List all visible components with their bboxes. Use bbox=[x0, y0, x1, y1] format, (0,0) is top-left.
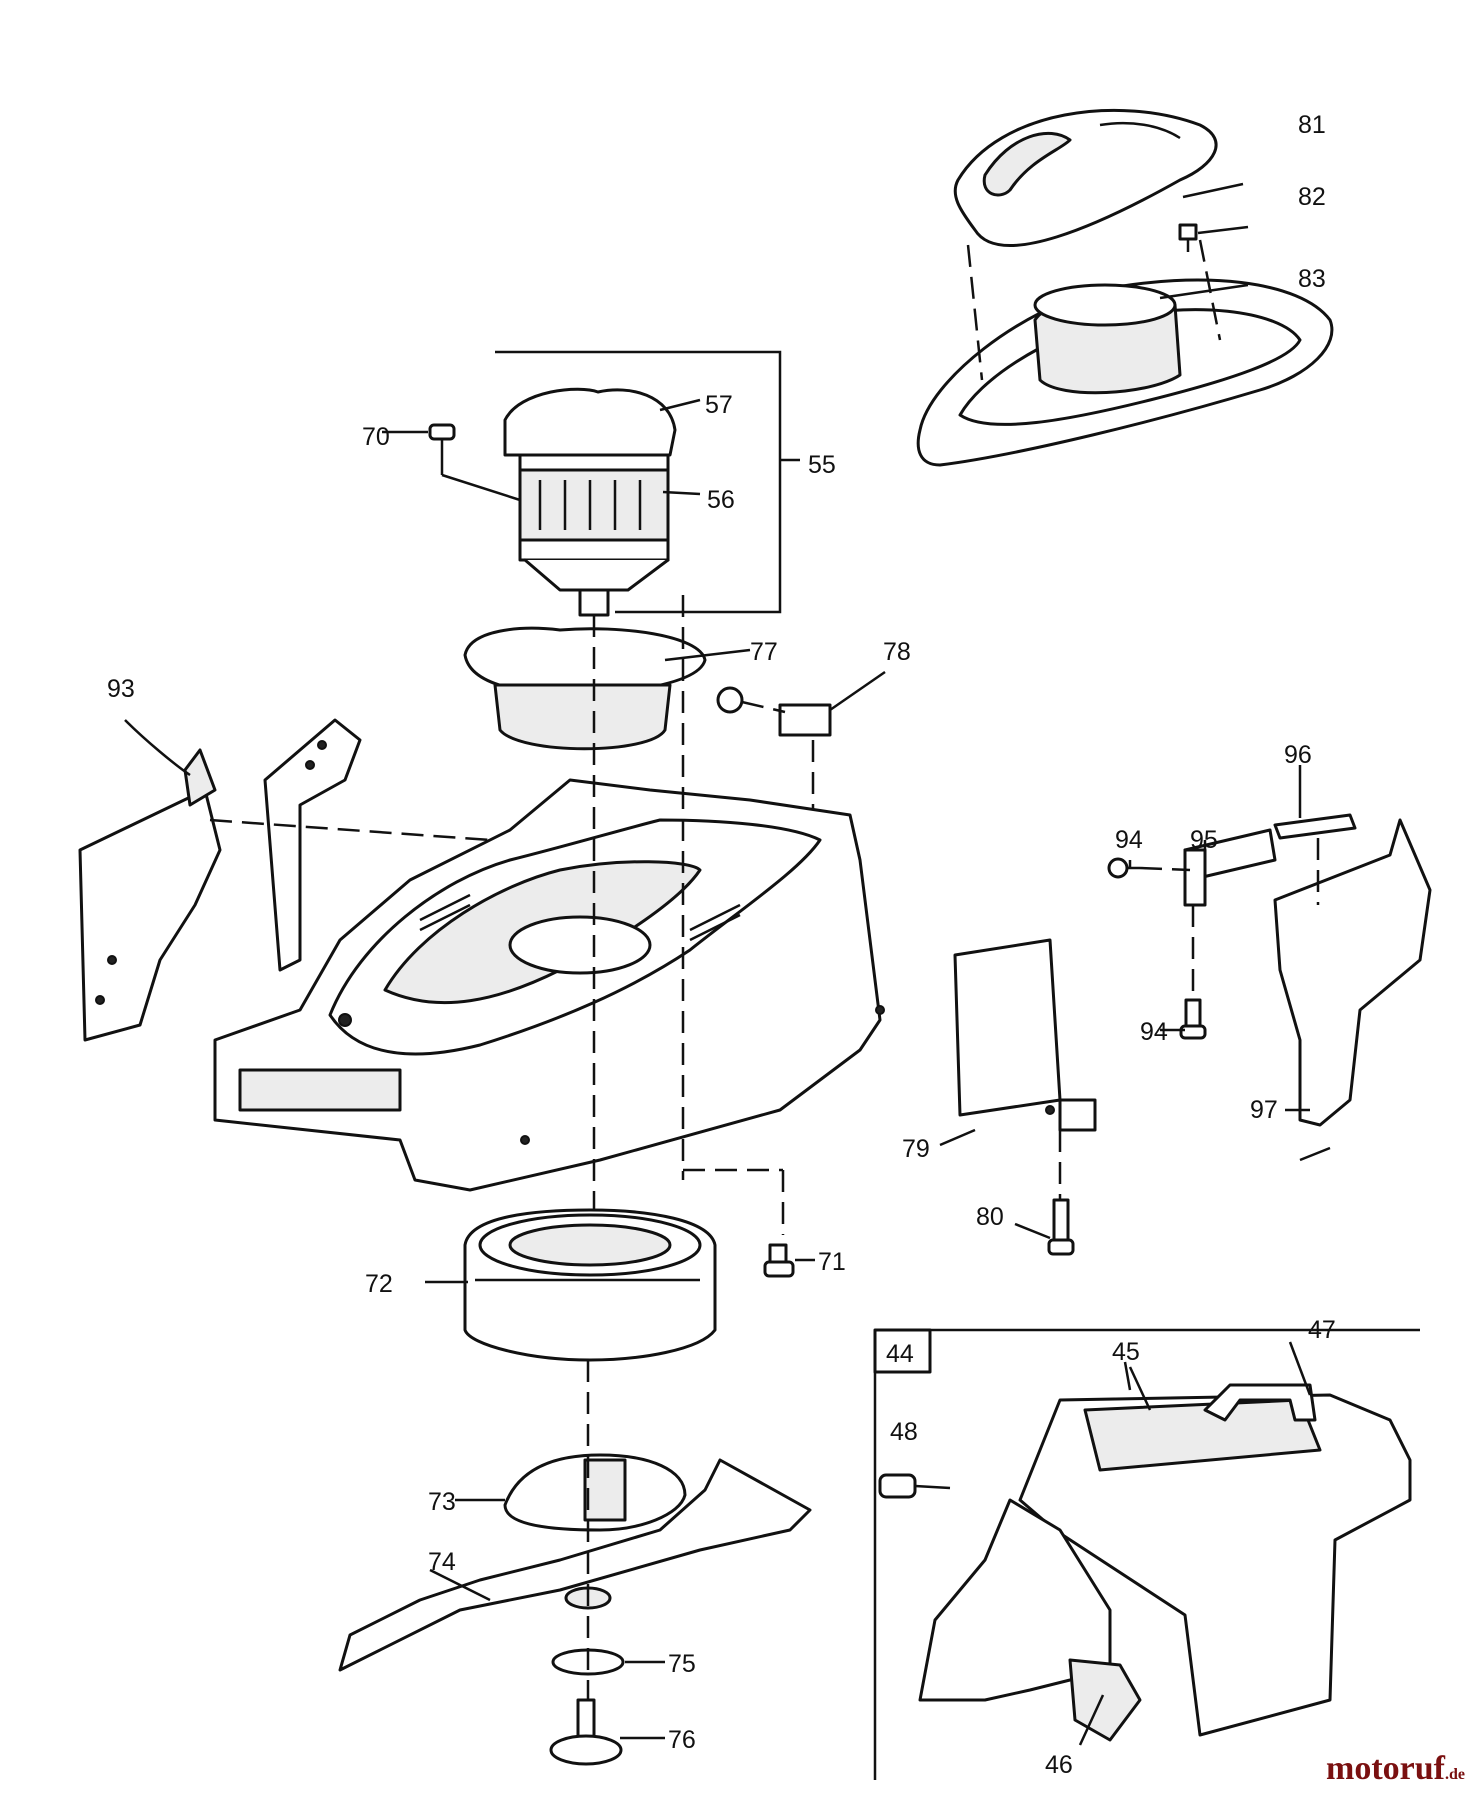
part-78-clip bbox=[716, 670, 886, 737]
callout-81: 81 bbox=[1298, 111, 1326, 139]
part-83-tray bbox=[916, 278, 1334, 467]
part-77-motor-mount bbox=[463, 626, 751, 751]
part-80-screw bbox=[1014, 1198, 1075, 1256]
part-mount-bracket bbox=[263, 718, 362, 972]
callout-76: 76 bbox=[668, 1726, 696, 1754]
callout-71: 71 bbox=[818, 1248, 846, 1276]
watermark-logo: motoruf.de bbox=[1326, 1750, 1465, 1788]
callout-79: 79 bbox=[902, 1135, 930, 1163]
part-56-motor bbox=[503, 387, 677, 617]
part-96-strip bbox=[1273, 813, 1357, 840]
part-94-screw-bottom bbox=[1179, 905, 1207, 1040]
callout-78: 78 bbox=[883, 638, 911, 666]
mower-deck bbox=[213, 778, 885, 1192]
callout-94-top: 94 bbox=[1115, 826, 1143, 854]
callout-72: 72 bbox=[365, 1270, 393, 1298]
callout-83: 83 bbox=[1298, 265, 1326, 293]
callout-45: 45 bbox=[1112, 1338, 1140, 1366]
callout-48: 48 bbox=[890, 1418, 918, 1446]
callout-82: 82 bbox=[1298, 183, 1326, 211]
callout-73: 73 bbox=[428, 1488, 456, 1516]
part-70-screw bbox=[428, 423, 521, 502]
part-55-bracket bbox=[495, 350, 782, 614]
callout-93: 93 bbox=[107, 675, 135, 703]
watermark-tld: .de bbox=[1445, 1766, 1465, 1783]
callout-74: 74 bbox=[428, 1548, 456, 1576]
part-74-blade bbox=[338, 1458, 812, 1672]
part-82-screw bbox=[1178, 223, 1198, 252]
callout-75: 75 bbox=[668, 1650, 696, 1678]
callout-labels: 81 82 83 57 70 55 56 77 78 93 96 94 95 9… bbox=[107, 111, 1336, 1779]
part-79-plate bbox=[939, 938, 1097, 1147]
callout-46: 46 bbox=[1045, 1751, 1073, 1779]
callout-94-bottom: 94 bbox=[1140, 1018, 1168, 1046]
part-93-side-panel bbox=[78, 719, 222, 1042]
watermark-name: motoruf bbox=[1326, 1750, 1445, 1787]
callout-57: 57 bbox=[705, 391, 733, 419]
callout-77: 77 bbox=[750, 638, 778, 666]
callout-55: 55 bbox=[808, 451, 836, 479]
part-97-chute bbox=[1273, 818, 1432, 1127]
part-95-hinge bbox=[1183, 828, 1277, 907]
part-72-ring bbox=[425, 1208, 717, 1362]
callout-44: 44 bbox=[886, 1340, 914, 1368]
callout-97: 97 bbox=[1250, 1096, 1278, 1124]
part-71-screw bbox=[763, 1243, 795, 1278]
part-75-washer bbox=[551, 1648, 665, 1676]
callout-70: 70 bbox=[362, 423, 390, 451]
grass-bag-assembly bbox=[873, 1328, 1420, 1780]
callout-80: 80 bbox=[976, 1203, 1004, 1231]
callout-56: 56 bbox=[707, 486, 735, 514]
part-73-fan bbox=[455, 1453, 687, 1532]
callout-96: 96 bbox=[1284, 741, 1312, 769]
part-81-cover bbox=[953, 108, 1218, 247]
part-76-bolt bbox=[549, 1698, 665, 1766]
part-94-screw-top bbox=[1107, 857, 1191, 879]
callout-95: 95 bbox=[1190, 826, 1218, 854]
callout-47: 47 bbox=[1308, 1316, 1336, 1344]
